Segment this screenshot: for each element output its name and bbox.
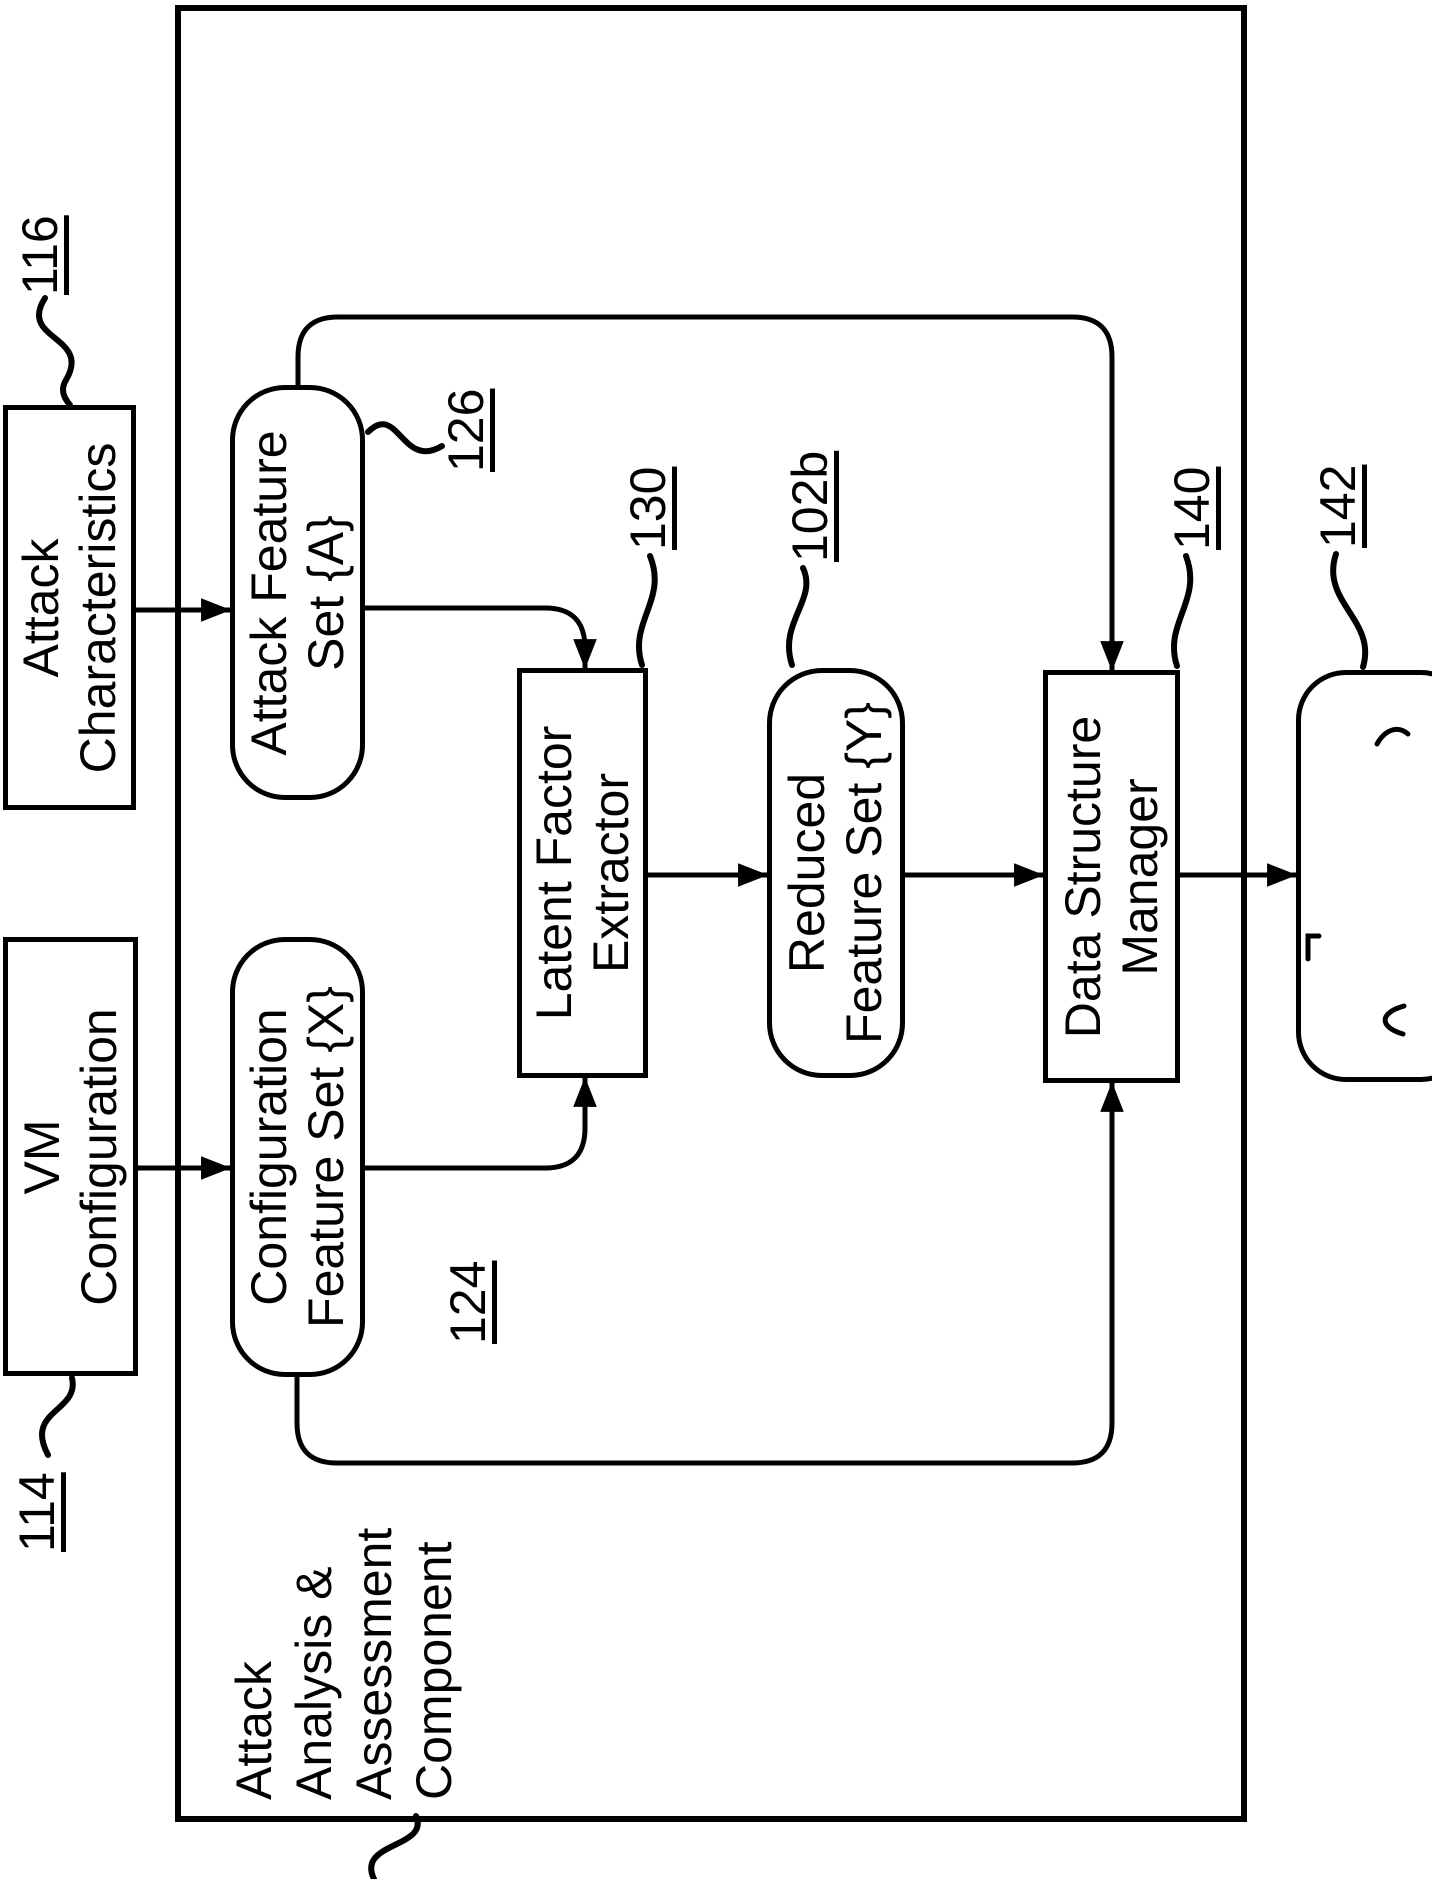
attack-feature-set-box: Attack Feature Set {A} bbox=[230, 385, 365, 800]
label-line: Configuration bbox=[71, 1008, 128, 1305]
label-line: Latent Factor bbox=[526, 726, 583, 1021]
ref-130: 130 bbox=[620, 467, 677, 550]
latent-factor-extractor-box: Latent Factor Extractor bbox=[517, 668, 648, 1078]
reduced-feature-set-box: Reduced Feature Set {Y} bbox=[767, 668, 905, 1078]
leader-114 bbox=[42, 1378, 73, 1455]
label-line: Feature Set {Y} bbox=[836, 702, 893, 1044]
title-line: Analysis & bbox=[284, 1528, 344, 1800]
vm-configuration-label: VM Configuration bbox=[14, 1008, 128, 1305]
label-line: Manager bbox=[1112, 715, 1169, 1037]
leader-116 bbox=[39, 298, 72, 405]
ref-142: 142 bbox=[1310, 465, 1367, 548]
ref-124: 124 bbox=[440, 1261, 497, 1344]
data-structure-manager-box: Data Structure Manager bbox=[1043, 670, 1180, 1083]
label-line: VM bbox=[14, 1008, 71, 1305]
label-line: Data Structure bbox=[1055, 715, 1112, 1037]
ref-140: 140 bbox=[1164, 467, 1221, 550]
configuration-feature-set-box: Configuration Feature Set {X} bbox=[230, 937, 365, 1377]
ref-116: 116 bbox=[12, 215, 69, 295]
data-structure-manager-label: Data Structure Manager bbox=[1055, 715, 1169, 1037]
ref-114: 114 bbox=[9, 1472, 66, 1552]
label-line: Feature Set {X} bbox=[298, 986, 355, 1328]
label-line: Configuration bbox=[241, 986, 298, 1328]
attack-characteristics-box: Attack Characteristics bbox=[3, 405, 136, 810]
label-line: Attack bbox=[13, 442, 70, 773]
reduced-feature-set-label: Reduced Feature Set {Y} bbox=[779, 702, 893, 1044]
label-line: Set {A} bbox=[298, 430, 355, 755]
label-line: Characteristics bbox=[70, 442, 127, 773]
component-title: Attack Analysis & Assessment Component bbox=[224, 1528, 464, 1800]
configuration-feature-set-label: Configuration Feature Set {X} bbox=[241, 986, 355, 1328]
title-line: Attack bbox=[224, 1528, 284, 1800]
title-line: Assessment bbox=[344, 1528, 404, 1800]
ref-102b: 102b bbox=[782, 451, 839, 562]
label-line: Extractor bbox=[583, 726, 640, 1021]
leader-bottom-clipped bbox=[371, 1816, 418, 1879]
attack-feature-set-label: Attack Feature Set {A} bbox=[241, 430, 355, 755]
leader-142 bbox=[1333, 554, 1365, 667]
vm-configuration-box: VM Configuration bbox=[3, 937, 138, 1376]
output-142-box bbox=[1296, 670, 1432, 1082]
attack-characteristics-label: Attack Characteristics bbox=[13, 442, 127, 773]
title-line: Component bbox=[404, 1528, 464, 1800]
label-line: Reduced bbox=[779, 702, 836, 1044]
latent-factor-extractor-label: Latent Factor Extractor bbox=[526, 726, 640, 1021]
ref-126: 126 bbox=[438, 389, 495, 472]
label-line: Attack Feature bbox=[241, 430, 298, 755]
